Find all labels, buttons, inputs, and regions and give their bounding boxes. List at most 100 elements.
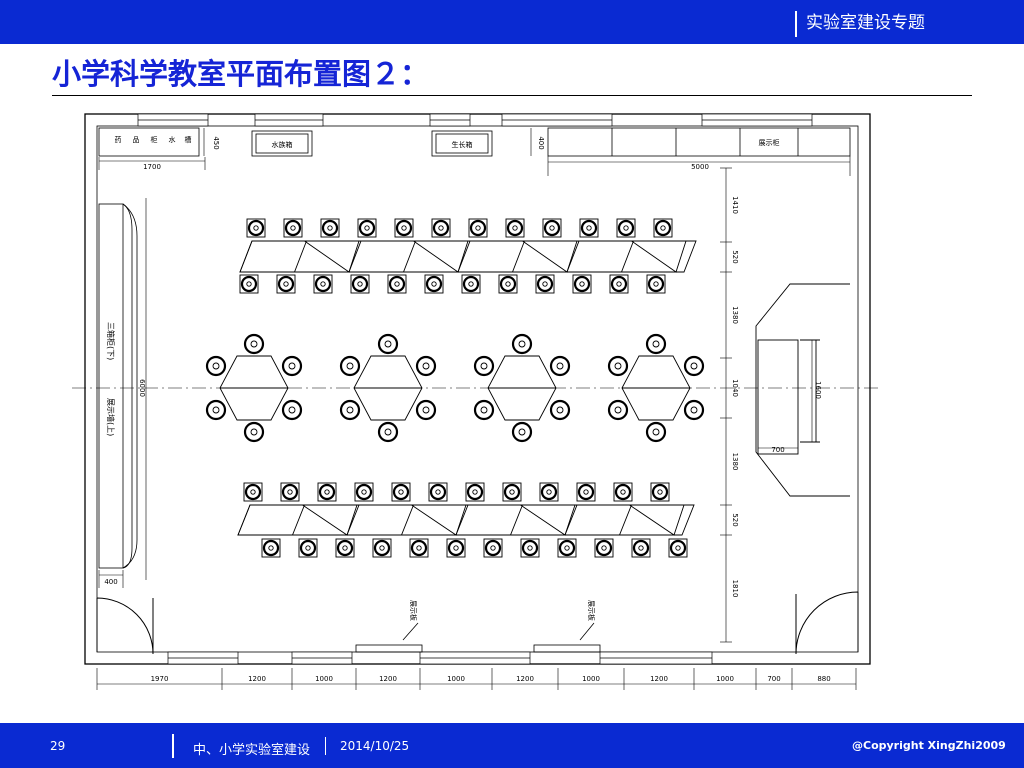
- stool: [283, 218, 303, 238]
- footer-section: 中、小学实验室建设: [193, 743, 311, 758]
- hexagon-table: [487, 355, 557, 421]
- stool: [465, 482, 485, 502]
- hexagon-table: [353, 355, 423, 421]
- stool: [313, 274, 333, 294]
- stool: [549, 399, 571, 421]
- stool: [557, 538, 577, 558]
- stool: [631, 538, 651, 558]
- desk: [455, 504, 524, 536]
- stool: [276, 274, 296, 294]
- desk-outline: [239, 240, 697, 273]
- bottom-dim-label: 1000: [716, 675, 734, 683]
- stool: [646, 274, 666, 294]
- footer-copyright: @Copyright XingZhi2009: [852, 739, 1006, 752]
- display-panels: [355, 622, 601, 653]
- footer-date: 2014/10/25: [340, 739, 410, 753]
- stool: [424, 274, 444, 294]
- stool: [511, 333, 533, 355]
- right-dim-label: 1380: [731, 306, 739, 324]
- stool: [607, 399, 629, 421]
- stool: [498, 274, 518, 294]
- stool: [428, 482, 448, 502]
- stool: [239, 274, 259, 294]
- dim-podium-width: 1600: [814, 381, 822, 399]
- teacher-platform: [755, 283, 850, 497]
- dim-top-right-width: 5000: [691, 163, 709, 171]
- stool: [387, 274, 407, 294]
- stool: [511, 421, 533, 443]
- desk-outline: [237, 504, 695, 536]
- desk-row: [237, 504, 695, 536]
- bottom-dim-label: 1000: [582, 675, 600, 683]
- stool: [243, 421, 265, 443]
- bottom-dim-label: 1200: [516, 675, 534, 683]
- stool: [394, 218, 414, 238]
- stool: [645, 333, 667, 355]
- stool: [613, 482, 633, 502]
- bottom-dim-label: 1200: [379, 675, 397, 683]
- dim-side-width: 400: [104, 578, 117, 586]
- label-item-3: 柜: [151, 135, 158, 144]
- stool: [377, 421, 399, 443]
- label-display-panel-1: 展示板: [409, 600, 418, 621]
- stool: [483, 538, 503, 558]
- stool: [505, 218, 525, 238]
- bottom-windows: [167, 651, 713, 665]
- stool: [572, 274, 592, 294]
- bottom-dim-label: 880: [817, 675, 830, 683]
- stool: [320, 218, 340, 238]
- stool: [280, 482, 300, 502]
- stool: [391, 482, 411, 502]
- top-furniture: [98, 127, 851, 157]
- right-dim-label: 1040: [731, 379, 739, 397]
- stool: [539, 482, 559, 502]
- doors: [96, 591, 859, 655]
- stool: [594, 538, 614, 558]
- header-bar: 实验室建设专题: [0, 0, 1024, 44]
- room-walls: [84, 113, 871, 665]
- page-number: 29: [50, 739, 66, 753]
- dim-top-mid-depth: 400: [537, 136, 545, 149]
- stool: [461, 274, 481, 294]
- label-item-4: 水: [169, 135, 176, 144]
- footer-bar: 29 中、小学实验室建设 2014/10/25 @Copyright XingZ…: [0, 723, 1024, 768]
- label-display-panel-2: 展示板: [587, 600, 596, 621]
- page-title: 小学科学教室平面布置图２：: [52, 57, 430, 91]
- right-dim-label: 1810: [731, 580, 739, 598]
- stool: [549, 355, 571, 377]
- desk-row: [239, 240, 697, 273]
- desk: [348, 240, 417, 273]
- stool: [520, 538, 540, 558]
- stool: [650, 482, 670, 502]
- stool: [243, 333, 265, 355]
- stool: [607, 355, 629, 377]
- bottom-dim-label: 1000: [447, 675, 465, 683]
- footer-divider-small: [325, 737, 326, 755]
- desks-and-stools: [205, 218, 705, 558]
- label-growth-box: 生长箱: [452, 140, 473, 149]
- side-cabinet: [98, 203, 138, 569]
- stool: [415, 355, 437, 377]
- hexagon-table: [219, 355, 289, 421]
- stool: [372, 538, 392, 558]
- stool: [339, 399, 361, 421]
- label-item-5: 槽: [185, 135, 192, 144]
- bottom-dim-label: 700: [767, 675, 780, 683]
- dimension-lines: [98, 128, 851, 588]
- floor-plan: 药 品 柜 水 槽 水族箱 生长箱 展示柜 三箱柜(下) 展示墙(上) 展示板: [72, 113, 880, 690]
- top-windows: [137, 113, 813, 127]
- stool: [205, 355, 227, 377]
- stool: [281, 355, 303, 377]
- series-title: 实验室建设专题: [806, 13, 925, 33]
- stool: [609, 274, 629, 294]
- dim-top-left-width: 1700: [143, 163, 161, 171]
- stool: [468, 218, 488, 238]
- desk: [457, 240, 526, 273]
- stool: [431, 218, 451, 238]
- desk: [628, 504, 685, 536]
- desk: [630, 240, 687, 273]
- bottom-dim-label: 1970: [151, 675, 169, 683]
- stool: [683, 399, 705, 421]
- desk: [564, 504, 633, 536]
